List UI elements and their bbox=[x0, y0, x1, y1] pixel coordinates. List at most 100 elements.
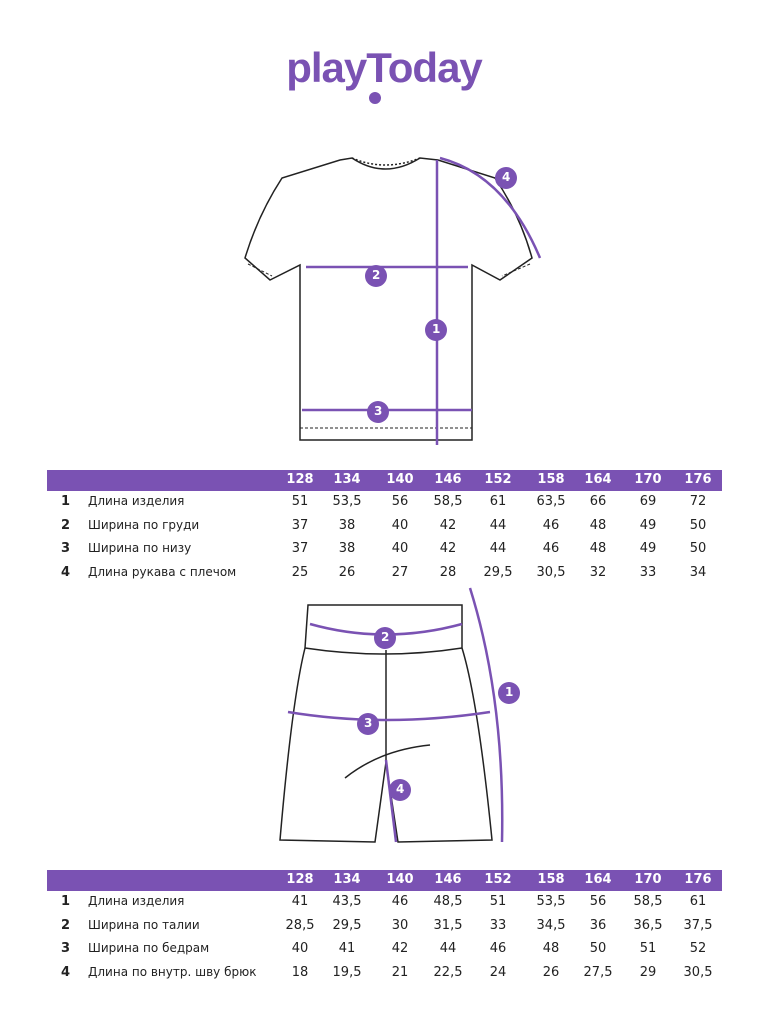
table-cell: 31,5 bbox=[433, 917, 463, 933]
table-cell: 24 bbox=[489, 964, 507, 980]
row-number: 1 bbox=[61, 494, 71, 509]
table-cell: 37,5 bbox=[683, 917, 713, 933]
row-number: 4 bbox=[61, 564, 71, 580]
table-cell: 42 bbox=[439, 517, 457, 533]
table-cell: 63,5 bbox=[536, 494, 566, 509]
table-cell: 34,5 bbox=[536, 917, 566, 933]
table-cell: 49 bbox=[639, 517, 657, 533]
table-cell: 51 bbox=[291, 494, 309, 509]
table-cell: 30 bbox=[391, 917, 409, 933]
table-cell: 51 bbox=[489, 894, 507, 909]
table-cell: 69 bbox=[639, 494, 657, 509]
table-cell: 27 bbox=[391, 564, 409, 580]
size-header-cell: 146 bbox=[434, 472, 462, 487]
table-cell: 28 bbox=[439, 564, 457, 580]
size-header-cell: 158 bbox=[537, 872, 565, 887]
table-cell: 33 bbox=[639, 564, 657, 580]
table-cell: 50 bbox=[689, 541, 707, 556]
row-number: 4 bbox=[61, 964, 71, 980]
table-cell: 29,5 bbox=[483, 564, 513, 580]
table-cell: 32 bbox=[589, 564, 607, 580]
table-cell: 53,5 bbox=[332, 494, 362, 509]
table-cell: 19,5 bbox=[332, 964, 362, 980]
table-cell: 56 bbox=[589, 894, 607, 909]
table-cell: 46 bbox=[489, 941, 507, 956]
table-cell: 42 bbox=[391, 941, 409, 956]
row-label: Длина по внутр. шву брюк bbox=[88, 964, 257, 979]
table-cell: 44 bbox=[489, 541, 507, 556]
table-cell: 72 bbox=[689, 494, 707, 509]
table-cell: 61 bbox=[689, 894, 707, 909]
table-cell: 22,5 bbox=[433, 964, 463, 980]
table-cell: 36 bbox=[589, 917, 607, 933]
table-cell: 30,5 bbox=[683, 964, 713, 980]
row-label: Длина изделия bbox=[88, 494, 185, 508]
table-cell: 51 bbox=[639, 941, 657, 956]
row-label: Длина изделия bbox=[88, 894, 185, 908]
table-cell: 18 bbox=[291, 964, 309, 980]
table-cell: 21 bbox=[391, 964, 409, 980]
size-header-cell: 128 bbox=[286, 472, 314, 487]
size-header-cell: 146 bbox=[434, 872, 462, 887]
table-cell: 37 bbox=[291, 541, 309, 556]
table-cell: 58,5 bbox=[633, 894, 663, 909]
row-number: 1 bbox=[61, 894, 71, 909]
shorts-drawing bbox=[279, 604, 493, 843]
row-label: Ширина по талии bbox=[88, 917, 200, 932]
marker-4: 4 bbox=[396, 782, 405, 796]
table-cell: 34 bbox=[689, 564, 707, 580]
table-cell: 28,5 bbox=[285, 917, 315, 933]
row-label: Ширина по груди bbox=[88, 517, 200, 532]
size-header-cell: 134 bbox=[333, 872, 361, 887]
table-cell: 26 bbox=[338, 564, 356, 580]
table-cell: 41 bbox=[338, 941, 356, 956]
table-cell: 41 bbox=[291, 894, 309, 909]
size-header-cell: 176 bbox=[684, 472, 712, 487]
table-cell: 42 bbox=[439, 541, 457, 556]
table-cell: 26 bbox=[542, 964, 560, 980]
table-cell: 46 bbox=[391, 894, 409, 909]
table-cell: 37 bbox=[291, 517, 309, 533]
row-number: 3 bbox=[61, 941, 71, 956]
table-cell: 46 bbox=[542, 541, 560, 556]
marker-3: 3 bbox=[374, 404, 383, 418]
brand-logo: playToday bbox=[0, 44, 768, 92]
size-header-cell: 134 bbox=[333, 472, 361, 487]
tshirt-measure-lines bbox=[302, 156, 542, 445]
shorts-measure-lines bbox=[287, 587, 504, 843]
table-cell: 33 bbox=[489, 917, 507, 933]
size-header-cell: 158 bbox=[537, 472, 565, 487]
table-cell: 48,5 bbox=[433, 894, 463, 909]
row-number: 2 bbox=[61, 517, 71, 533]
table-cell: 49 bbox=[639, 541, 657, 556]
table-cell: 66 bbox=[589, 494, 607, 509]
row-number: 3 bbox=[61, 541, 71, 556]
marker-3: 3 bbox=[364, 716, 373, 730]
table-cell: 48 bbox=[589, 517, 607, 533]
table-cell: 38 bbox=[338, 541, 356, 556]
row-label: Длина рукава с плечом bbox=[88, 564, 237, 579]
table-cell: 50 bbox=[689, 517, 707, 533]
size-header-cell: 140 bbox=[386, 472, 414, 487]
tshirt-drawing bbox=[244, 157, 533, 441]
table-cell: 44 bbox=[439, 941, 457, 956]
table-cell: 29 bbox=[639, 964, 657, 980]
table-cell: 46 bbox=[542, 517, 560, 533]
table-cell: 43,5 bbox=[332, 894, 362, 909]
table-cell: 29,5 bbox=[332, 917, 362, 933]
size-header-cell: 152 bbox=[484, 872, 512, 887]
table-cell: 40 bbox=[391, 541, 409, 556]
size-header-cell: 170 bbox=[634, 872, 662, 887]
table-cell: 56 bbox=[391, 494, 409, 509]
